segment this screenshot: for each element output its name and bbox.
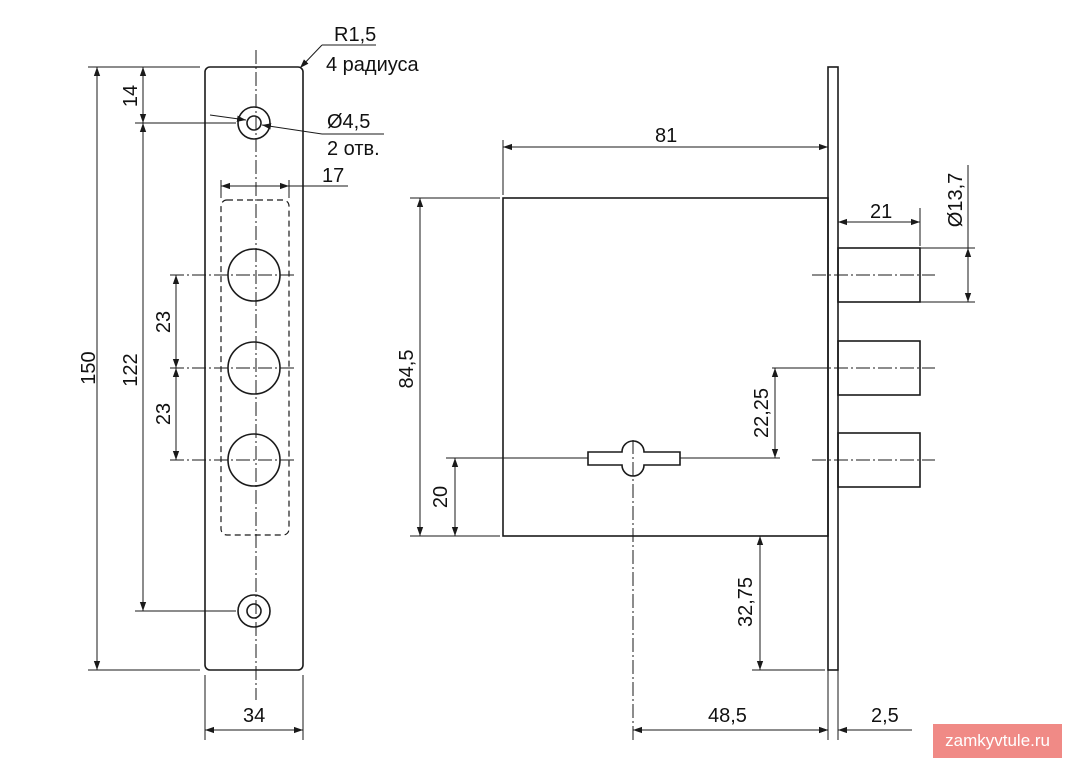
screw-hole-top: [237, 106, 271, 140]
corner-radius-label: R1,5: [334, 24, 376, 46]
dim-23a-label: 23: [153, 311, 175, 333]
dim-21-label: 21: [870, 201, 892, 223]
corner-radius-count-label: 4 радиуса: [326, 54, 420, 76]
dim-23b-label: 23: [153, 403, 175, 425]
hole-diameter-label: Ø4,5: [327, 111, 370, 133]
lock-body-view: 81 21 48,5 2,5 84,5 20 22,25 32,75 Ø13,7: [396, 66, 975, 740]
dim-13-7-label: Ø13,7: [945, 173, 967, 227]
hole-count-label: 2 отв.: [327, 138, 380, 160]
dim-32-75-label: 32,75: [735, 577, 757, 627]
dim-81-label: 81: [655, 125, 677, 147]
watermark-badge[interactable]: zamkyvtule.ru: [933, 724, 1062, 758]
dim-17-label: 17: [322, 165, 344, 187]
dim-2-5-label: 2,5: [871, 705, 899, 727]
dim-122-label: 122: [120, 353, 142, 386]
dim-150-label: 150: [78, 351, 100, 384]
keyhole: [587, 440, 681, 477]
dim-84-5-label: 84,5: [396, 350, 418, 389]
strike-plate-view: R1,5 4 радиуса Ø4,5 2 отв. 17 34 150 122…: [78, 24, 420, 740]
dim-34-label: 34: [243, 705, 265, 727]
dim-22-25-label: 22,25: [751, 388, 773, 438]
screw-hole-bottom: [237, 594, 271, 628]
leader-hole: [261, 123, 323, 135]
lock-body-outline: [502, 197, 829, 537]
dim-48-5-label: 48,5: [708, 705, 747, 727]
dim-20-label: 20: [430, 486, 452, 508]
dim-14-label: 14: [120, 85, 142, 107]
leader-radius: [299, 44, 323, 69]
